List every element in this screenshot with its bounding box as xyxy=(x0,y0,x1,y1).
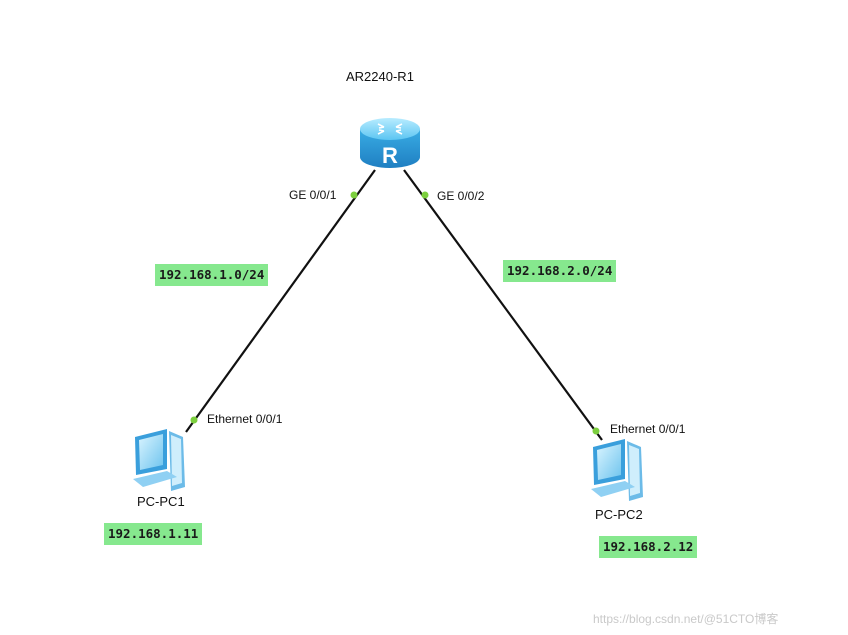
pc1-port-label: Ethernet 0/0/1 xyxy=(207,412,283,426)
port-dot-pc1-eth xyxy=(190,416,198,424)
port-dot-pc2-eth xyxy=(592,427,600,435)
svg-text:R: R xyxy=(382,143,398,168)
link-r1-pc1 xyxy=(185,169,376,433)
pc1-ip-label: 192.168.1.11 xyxy=(104,523,203,545)
link-r1-pc2 xyxy=(403,169,603,441)
router-port-left-label: GE 0/0/1 xyxy=(289,188,337,202)
port-dot-r1-ge001 xyxy=(350,191,358,199)
pc2-ip-label: 192.168.2.12 xyxy=(599,536,698,558)
pc1-icon[interactable] xyxy=(133,429,185,491)
pc2-icon[interactable] xyxy=(591,439,643,501)
pc2-port-label: Ethernet 0/0/1 xyxy=(610,422,686,436)
pc2-name-label: PC-PC2 xyxy=(595,507,643,522)
watermark: https://blog.csdn.net/@51CTO博客 xyxy=(593,612,779,626)
port-dot-r1-ge002 xyxy=(421,191,429,199)
router-name-label: AR2240-R1 xyxy=(346,69,414,84)
router-icon[interactable]: R xyxy=(360,118,420,168)
pc1-name-label: PC-PC1 xyxy=(137,494,185,509)
network-left-label: 192.168.1.0/24 xyxy=(155,264,269,286)
network-right-label: 192.168.2.0/24 xyxy=(503,260,617,282)
router-port-right-label: GE 0/0/2 xyxy=(437,189,485,203)
